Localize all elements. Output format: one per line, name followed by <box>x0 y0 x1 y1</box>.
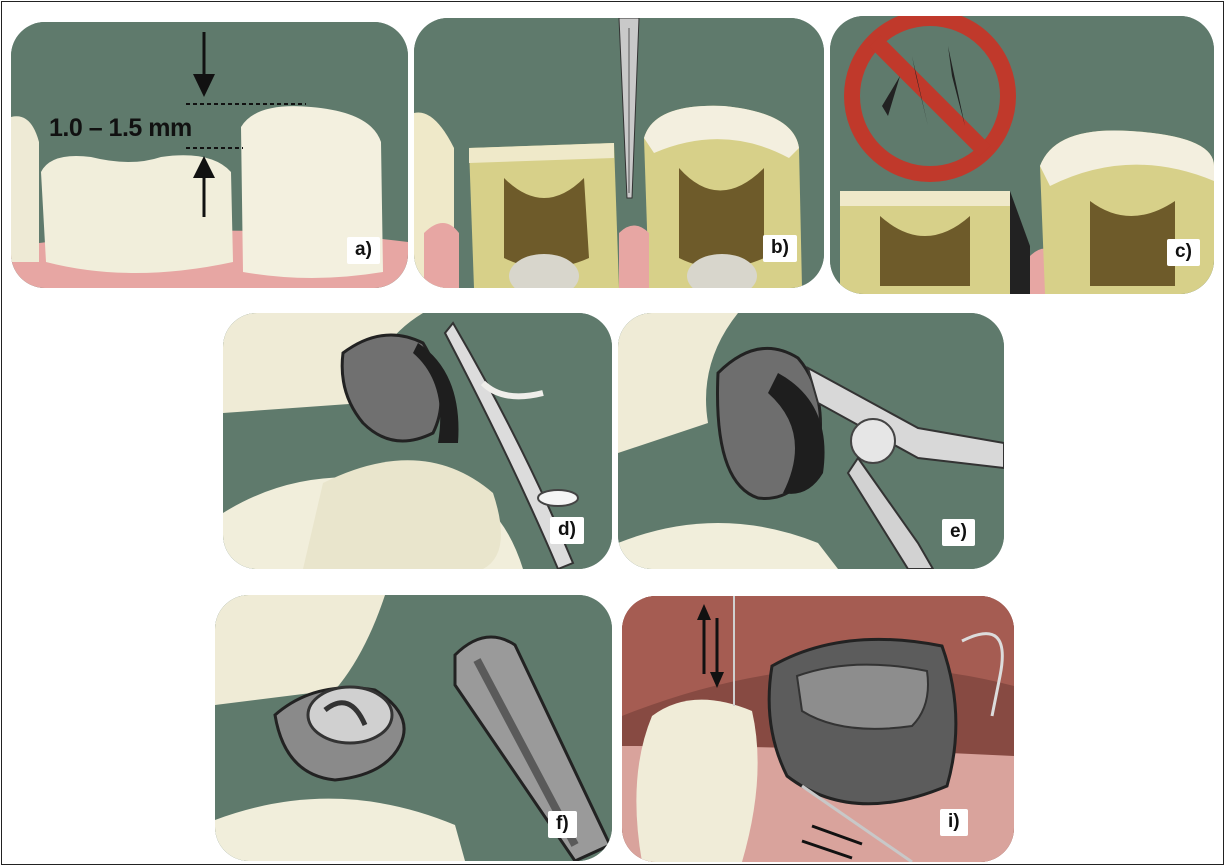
panel-e: e) <box>618 313 1004 569</box>
panel-d: d) <box>223 313 612 569</box>
panel-label-c: c) <box>1167 239 1200 266</box>
panel-c: c) <box>830 16 1214 294</box>
measurement-text: 1.0 – 1.5 mm <box>49 114 192 143</box>
panel-b: b) <box>414 18 824 288</box>
panel-label-a: a) <box>347 237 380 264</box>
panel-label-f: f) <box>548 811 577 838</box>
panel-f: f) <box>215 595 612 861</box>
panel-c-illustration <box>830 16 1214 294</box>
panel-label-e: e) <box>942 519 975 546</box>
panel-a: 1.0 – 1.5 mm a) <box>11 22 408 288</box>
panel-label-i: i) <box>940 809 968 836</box>
panel-i: i) <box>622 596 1014 862</box>
panel-label-d: d) <box>550 517 584 544</box>
panel-label-b: b) <box>763 235 797 262</box>
